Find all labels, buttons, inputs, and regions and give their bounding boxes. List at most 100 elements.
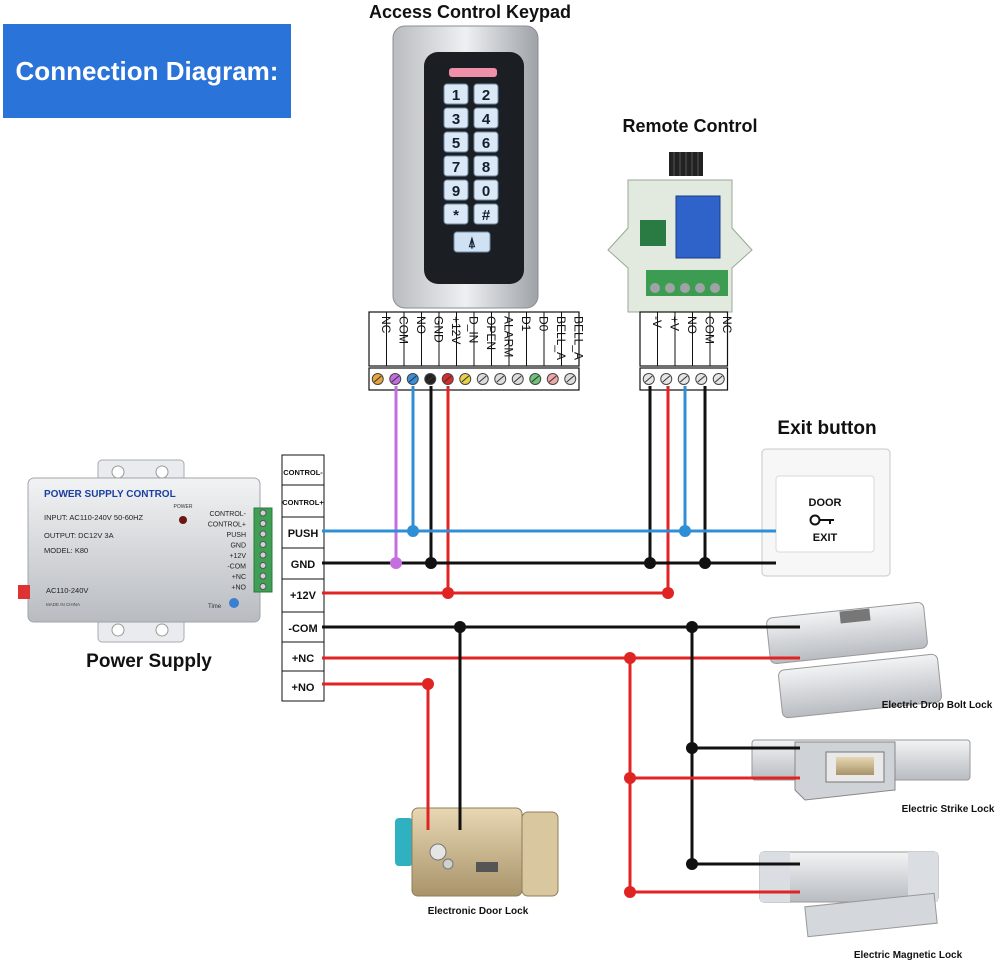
keypad-key-label: 2: [482, 87, 490, 104]
door-lock: Electronic Door Lock: [395, 807, 559, 917]
junction-dot: [662, 587, 674, 599]
keypad-key: [443, 107, 469, 129]
keypad-key: [473, 203, 499, 225]
ps-side-label: -COM: [227, 564, 246, 571]
keypad-terminal-label: D_IN: [466, 316, 480, 343]
keypad-terminal-label: BELL_A: [554, 316, 568, 360]
junction-dot: [686, 742, 698, 754]
ps-made: MADE IN CHINA: [46, 602, 80, 607]
power-title: Power Supply: [86, 651, 212, 672]
wiring: [322, 386, 800, 898]
ps-output: OUTPUT: DC12V 3A: [44, 531, 114, 540]
strike-lock-label: Electric Strike Lock: [902, 804, 995, 815]
ps-terminal-label: +NO: [292, 682, 315, 694]
ps-model: MODEL: K80: [44, 546, 88, 555]
strike-lock: Electric Strike Lock: [751, 739, 995, 815]
keypad-bell-key: ⍋: [468, 234, 476, 250]
keypad-key-label: 0: [482, 183, 490, 200]
keypad-key: [443, 131, 469, 153]
key-icon: [809, 514, 834, 526]
ps-terminal-label: PUSH: [288, 528, 319, 540]
keypad-key: [473, 131, 499, 153]
junction-dot: [624, 886, 636, 898]
keypad-key-label: 1: [452, 87, 460, 104]
keypad-key-label: 6: [482, 135, 490, 152]
junction-dot: [686, 858, 698, 870]
exit-button-top-text: DOOR: [809, 497, 842, 509]
keypad-terminal-label: GND: [431, 316, 445, 343]
remote-terminal-label: COM: [702, 316, 716, 344]
ps-terminal-label: GND: [291, 559, 316, 571]
ps-side-label: +NC: [232, 574, 246, 581]
remote-terminal-label: -V: [650, 316, 664, 328]
keypad-terminal-label: NC: [379, 316, 393, 334]
keypad-key: [443, 179, 469, 201]
ps-terminal-label: +NC: [292, 653, 314, 665]
magnetic-lock-label: Electric Magnetic Lock: [854, 950, 963, 961]
junction-dot: [442, 587, 454, 599]
junction-dot: [454, 621, 466, 633]
ps-terminal-label: -COM: [288, 623, 317, 635]
keypad-key: [473, 179, 499, 201]
power-supply-unit: POWER SUPPLY CONTROL INPUT: AC110-240V 5…: [18, 459, 273, 643]
junction-dot: [679, 525, 691, 537]
keypad-key: [443, 203, 469, 225]
keypad-key-label: 7: [452, 159, 460, 176]
ps-side-label: CONTROL-: [209, 511, 246, 518]
junction-dot: [425, 557, 437, 569]
ps-terminal-label: CONTROL+: [282, 498, 324, 507]
ps-terminal-label: CONTROL-: [283, 468, 323, 477]
junction-dot: [686, 621, 698, 633]
ps-power-led-label: POWER: [174, 504, 193, 510]
junction-dot: [644, 557, 656, 569]
wire-plus-no: [322, 682, 430, 830]
keypad-terminal-label: D1: [519, 316, 533, 332]
exit-title: Exit button: [777, 418, 876, 439]
remote-terminal-label: NC: [720, 316, 734, 334]
junction-dot: [422, 678, 434, 690]
keypad-key-label: 9: [452, 183, 460, 200]
ps-ac: AC110-240V: [46, 586, 88, 595]
keypad-key-label: 3: [452, 111, 460, 128]
ps-side-label: CONTROL+: [208, 522, 246, 529]
keypad-key: [473, 155, 499, 177]
keypad-terminal-label: OPEN: [484, 316, 498, 350]
junction-dot: [624, 652, 636, 664]
keypad-key-label: #: [482, 207, 491, 224]
keypad-terminal-label: COM: [396, 316, 410, 344]
remote-terminal-label: +V: [667, 316, 681, 331]
magnetic-lock: Electric Magnetic Lock: [759, 851, 963, 961]
diagram-banner: Connection Diagram:: [3, 24, 291, 118]
keypad-terminal-label: D0: [536, 316, 550, 332]
keypad-key-label: 4: [482, 111, 491, 128]
keypad-title: Access Control Keypad: [369, 2, 571, 22]
keypad-key-label: *: [453, 207, 459, 224]
drop-bolt-lock: Electric Drop Bolt Lock: [766, 601, 993, 719]
drop-bolt-lock-label: Electric Drop Bolt Lock: [882, 700, 993, 711]
remote-terminal-label: NO: [685, 316, 699, 334]
ps-terminal-label: +12V: [290, 590, 317, 602]
ps-side-label: +12V: [229, 553, 246, 560]
keypad-terminal-label: +12V: [449, 316, 463, 344]
keypad-key: [473, 83, 499, 105]
remote-receiver: [607, 152, 753, 313]
ps-terminal-block: CONTROL- CONTROL+ PUSH GND +12V -COM +NC +NO: [281, 454, 325, 702]
keypad-key-label: 8: [482, 159, 490, 176]
ps-heading: POWER SUPPLY CONTROL: [44, 489, 176, 500]
ps-time-knob-icon: [229, 598, 239, 608]
ps-side-label: GND: [230, 543, 246, 550]
ps-time-label: Time: [208, 604, 222, 610]
keypad-key: [473, 107, 499, 129]
junction-dot: [624, 772, 636, 784]
ps-input: INPUT: AC110-240V 50-60HZ: [44, 513, 143, 522]
ps-side-label: +NO: [231, 585, 246, 592]
keypad-terminal-label: BELL_A: [571, 316, 585, 360]
remote-title: Remote Control: [623, 116, 758, 136]
exit-button-device: DOOR EXIT: [761, 448, 891, 577]
ps-side-label: PUSH: [227, 532, 246, 539]
junction-dot: [390, 557, 402, 569]
